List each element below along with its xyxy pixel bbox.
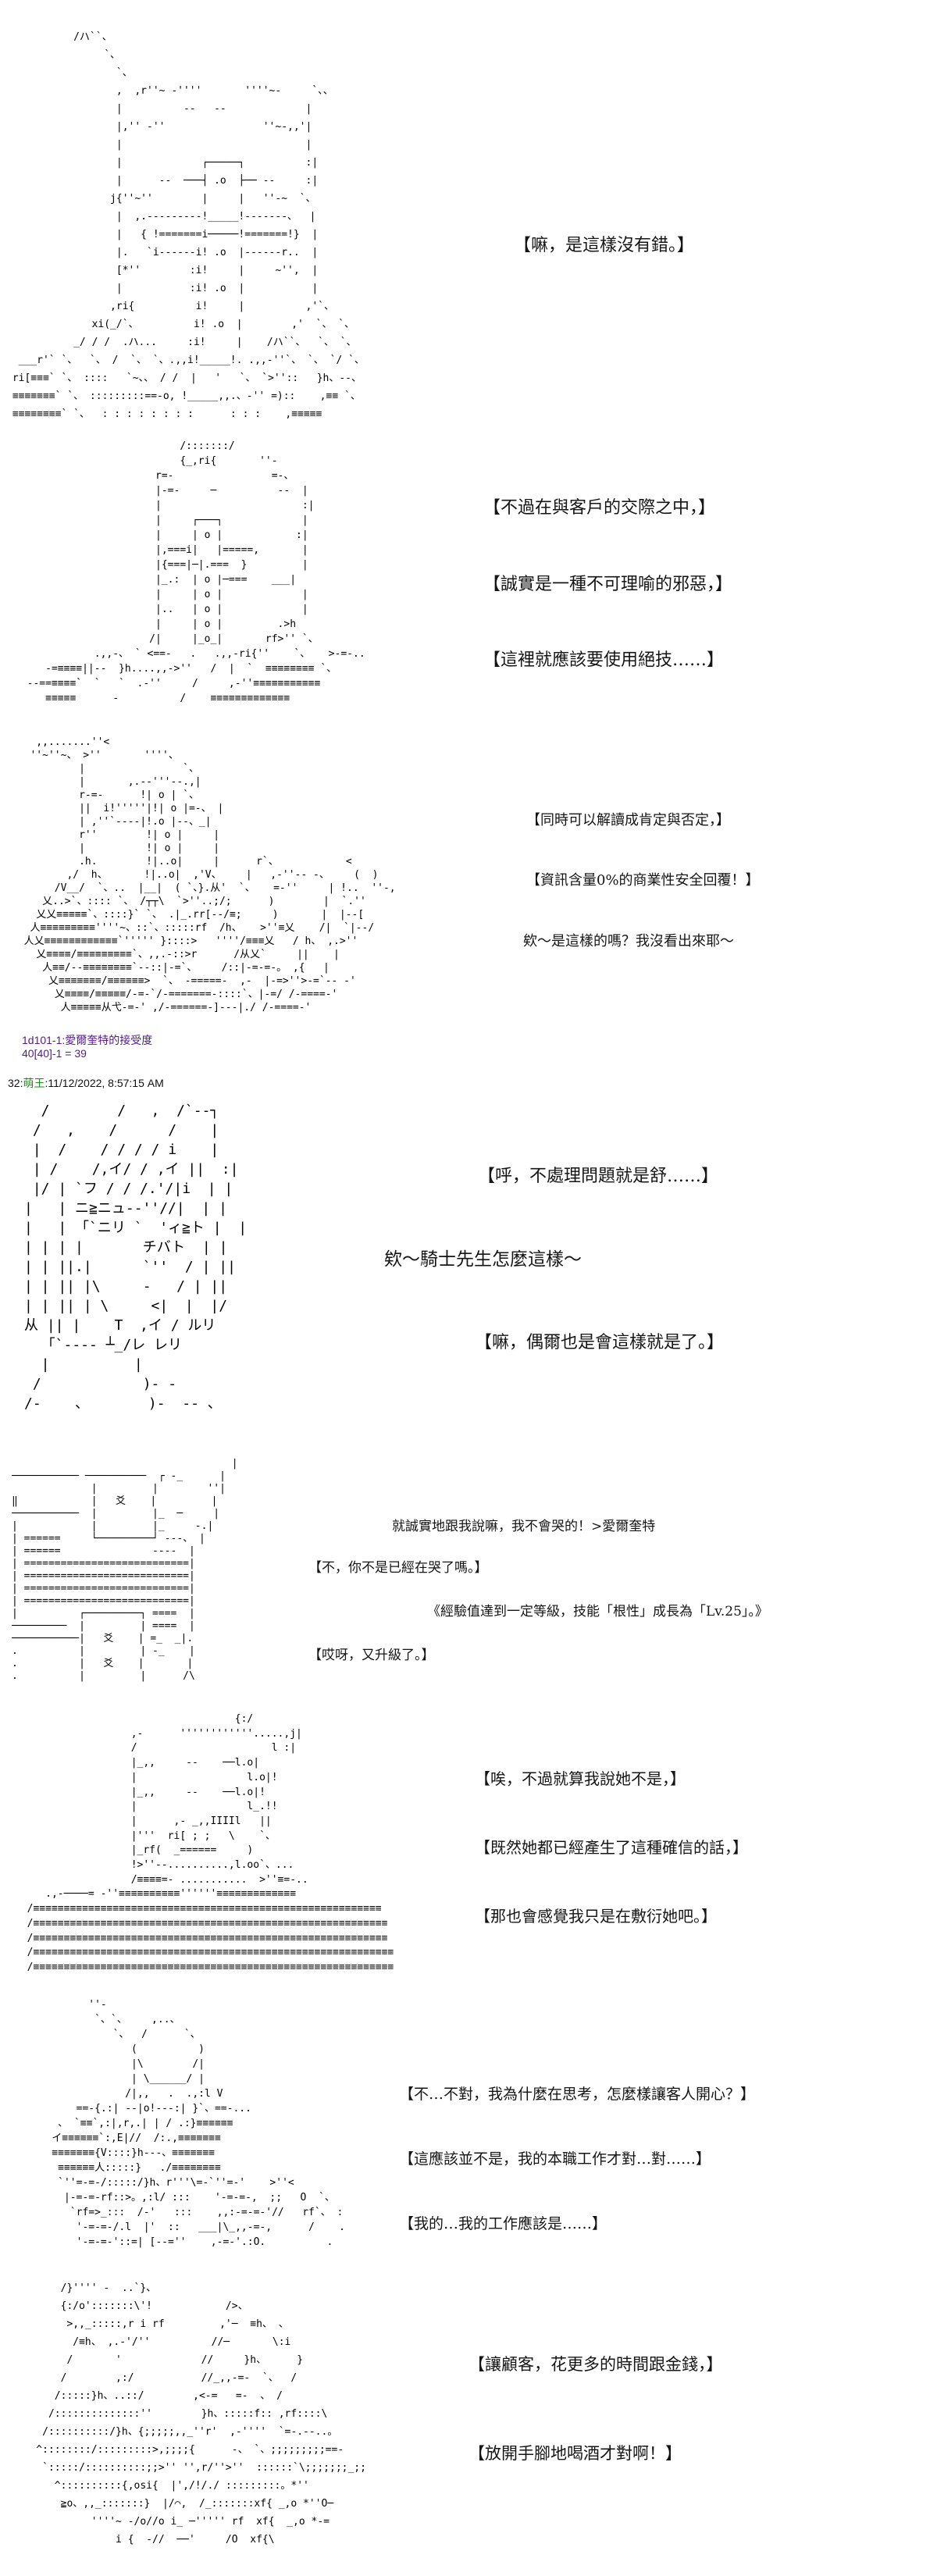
ascii-art-panel-7: ''- `、`、 ,..、 `、 / `、 ( ) |\ /| | \_____… [52,1999,345,2248]
dice-roll-result: 1d101-1:愛爾奎特的接受度 40[40]-1 = 39 [22,1034,152,1060]
dialogue-line: 【我的…我的工作應該是……】 [399,2215,607,2232]
poster-name: 萌王 [23,1077,45,1089]
dialogue-line: 【不過在與客戶的交際之中，】 [483,498,716,518]
post-timestamp: 11/12/2022, 8:57:15 AM [48,1077,164,1089]
post-number: 32 [8,1077,20,1089]
system-message: 《經驗值達到一定等級，技能「根性」成長為「Lv.25」。》 [427,1604,768,1619]
dialogue-line: 【不…不對，我為什麼在思考，怎麼樣讓客人開心？】 [399,2086,756,2103]
dialogue-line: 【呼，不處理問題就是舒……】 [478,1167,719,1186]
dialogue-line: 【嘛，偶爾也是會這樣就是了。】 [475,1333,725,1352]
post-header: 32:萌王:11/12/2022, 8:57:15 AM [8,1075,164,1091]
ascii-art-panel-3: ,,.......''< ''~''~、 >'' ''''、 | `、 | ,.… [23,736,396,1014]
dialogue-line: 【誠實是一種不可理喻的邪惡，】 [483,575,733,594]
dialogue-line: 【唉，不過就算我說她不是，】 [475,1769,686,1788]
dice-result: 40[40]-1 = 39 [22,1047,87,1060]
dialogue-line: 【哎呀，又升級了。】 [308,1648,435,1663]
ascii-art-panel-4: / / , /`--┐ / , / / | | / / / / / i | | … [24,1103,248,1412]
dialogue-line: 【那也會感覺我只是在敷衍她吧。】 [475,1907,717,1926]
dialogue-line: 【這裡就應該要使用絕技……】 [483,650,725,670]
dialogue-line: 【同時可以解讀成肯定與否定，】 [526,812,730,828]
separator: : [20,1077,23,1089]
ascii-art-panel-8: /}'''' - ..`}、 {:/o':::::::\'! />、 >,,_:… [36,2282,366,2546]
dialogue-line: 欸～是這樣的嗎？我沒看出來耶～ [523,933,734,950]
dialogue-line: 就誠實地跟我說嘛，我不會哭的！>愛爾奎特 [392,1519,656,1534]
ascii-art-panel-2: /:::::::/ {_,ri{ ''- r=- =-、 |-=- ─ -- |… [27,440,365,704]
ascii-art-panel-5: | ─────────── ────────── ┌ -_ | | | ''| … [12,1458,238,1682]
dialogue-line: 【資訊含量0%的商業性安全回覆！】 [526,872,760,889]
dialogue-line: 【這應該並不是，我的本職工作才對…對……】 [399,2150,711,2168]
dialogue-line: 【既然她都已經產生了這種確信的話，】 [475,1838,748,1857]
dialogue-line: 欸～騎士先生怎麼這樣～ [384,1249,582,1270]
dialogue-line: 【放開手腳地喝酒才對啊！】 [468,2444,682,2463]
dialogue-line: 【嘛，是這樣沒有錯。】 [514,236,695,255]
dice-expression: 1d101-1:愛爾奎特的接受度 [22,1034,153,1046]
ascii-art-panel-1: /ハ``、 `、 `、 , ,r''~ -'''' ''''~- `、、 | -… [12,31,365,420]
dialogue-line: 【不，你不是已經在哭了嗎。】 [308,1560,488,1576]
separator: : [45,1077,48,1089]
dialogue-line: 【讓顧客，花更多的時間跟金錢，】 [468,2355,723,2374]
ascii-art-panel-6: {:/ ,- ''''''''''''.....,j| / l :| |_,, … [27,1713,394,1973]
